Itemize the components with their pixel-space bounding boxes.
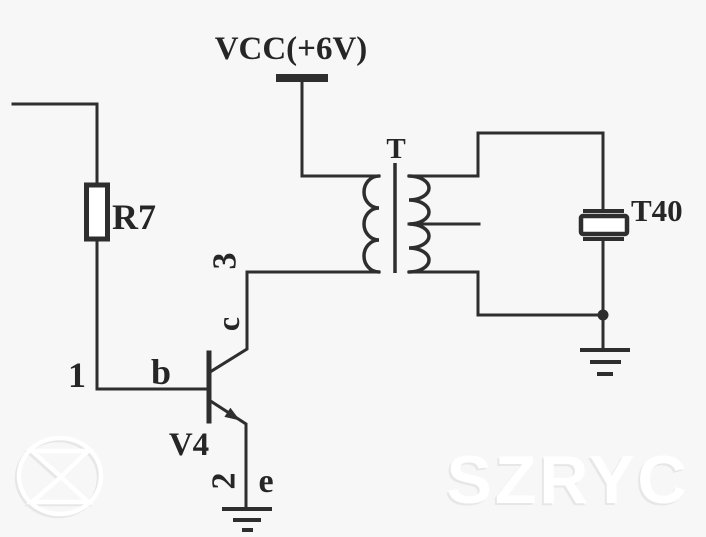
npn-transistor-v4: V4 b c e: [151, 317, 274, 500]
watermark-text: SZRYC SZRYC: [445, 442, 690, 520]
transducer-body: [578, 213, 630, 237]
transducer-t40: T40: [578, 193, 683, 241]
watermark-text-main: SZRYC: [447, 442, 690, 518]
wire-vcc-to-primary: [300, 80, 381, 178]
resistor-body: [84, 182, 110, 242]
node-3-label: 3: [207, 253, 244, 270]
resistor-r7: R7: [84, 182, 156, 242]
wire-collector-to-primary: [207, 270, 381, 375]
emitter-arrow-icon: [224, 407, 240, 421]
resistor-label: R7: [112, 197, 156, 237]
vcc-label: VCC(+6V): [215, 31, 368, 67]
power-rail-vcc: VCC(+6V): [215, 31, 368, 82]
wire-secondary-bottom-to-junction: [407, 270, 605, 317]
node-2-label: 2: [206, 473, 243, 490]
transformer-t: T: [362, 133, 431, 274]
sz-logo-ring: [16, 435, 104, 517]
ground-symbol-transducer: [580, 348, 630, 376]
ground-symbol-emitter: [222, 507, 272, 532]
node-1-label: 1: [68, 355, 86, 395]
wires: [11, 80, 605, 511]
wire-emitter-to-ground: [206, 397, 248, 511]
wire-secondary-top-to-transducer: [407, 131, 605, 213]
sz-logo-icon: [14, 435, 104, 519]
primary-winding: [362, 174, 381, 274]
wire-input-top-left: [11, 102, 99, 188]
secondary-winding: [407, 174, 431, 274]
watermark-text-shadow: SZRYC: [445, 444, 688, 520]
transducer-label: T40: [631, 193, 683, 228]
node-labels: 1 3 2: [68, 253, 244, 490]
terminal-emitter-label: e: [258, 463, 273, 500]
terminal-collector-label: c: [210, 317, 246, 331]
power-rail-bar: [276, 74, 328, 82]
transformer-label: T: [386, 133, 405, 165]
sz-logo-bowtie: [25, 448, 94, 505]
terminal-base-label: b: [151, 352, 171, 392]
transistor-label: V4: [169, 427, 209, 463]
wire-resistor-to-base: [95, 237, 211, 391]
junction-dot: [597, 309, 609, 321]
